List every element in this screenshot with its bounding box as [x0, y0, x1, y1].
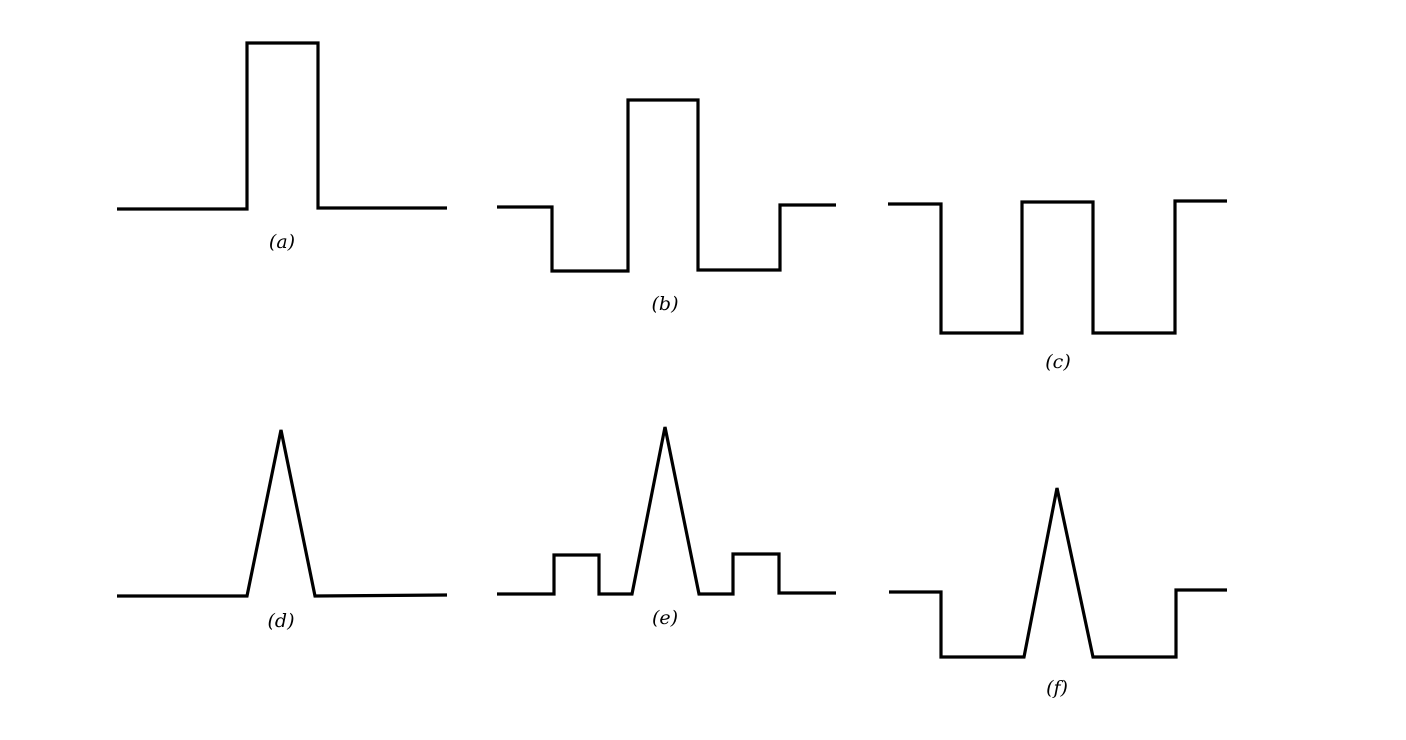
waveform-c	[888, 199, 1227, 335]
panel-a: (a)	[117, 41, 447, 253]
waveform-a	[117, 41, 447, 211]
caption-d: (d)	[268, 610, 295, 632]
panel-e: (e)	[497, 426, 836, 629]
caption-f: (f)	[1046, 677, 1068, 699]
waveform-d	[117, 429, 448, 598]
panel-f: (f)	[889, 487, 1227, 699]
caption-a: (a)	[269, 231, 295, 253]
waveform-e	[497, 426, 836, 596]
caption-b: (b)	[652, 293, 679, 315]
waveform-b	[497, 98, 836, 273]
caption-e: (e)	[652, 607, 678, 629]
panel-b: (b)	[497, 98, 836, 315]
panel-d: (d)	[117, 429, 448, 632]
waveform-f	[889, 487, 1227, 659]
caption-c: (c)	[1045, 351, 1070, 373]
panel-c: (c)	[888, 199, 1227, 373]
